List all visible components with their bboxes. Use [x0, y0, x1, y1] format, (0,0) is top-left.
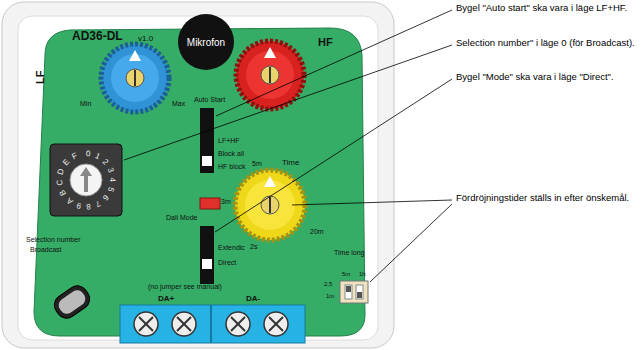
board-label: 5m	[342, 271, 350, 278]
microphone-circle: Mikrofon	[178, 14, 234, 70]
board-label: Max	[172, 100, 185, 108]
board-label: 2,5	[324, 281, 332, 288]
board-label: HF block	[218, 163, 246, 171]
board-label: 20m	[310, 228, 324, 236]
board-label: 1m	[326, 293, 334, 300]
board-label: Broadcast	[30, 246, 62, 254]
board-label: Auto Start	[194, 96, 225, 104]
board-label: v1.0	[138, 34, 153, 43]
board-label: AD36-DL	[72, 30, 123, 44]
callout-note: Fördröjningstider ställs in efter önskem…	[456, 193, 629, 204]
board-label: LF	[34, 71, 47, 84]
board-label: 3m	[221, 198, 231, 206]
board-label: Direct	[218, 259, 236, 267]
board-label: 2s	[250, 243, 257, 251]
callout-note: Selection number" i läge 0 (för Broadcas…	[456, 38, 635, 49]
callout-note: Bygel "Auto start" ska vara i läge LF+HF…	[456, 3, 627, 14]
board-label: Time long	[334, 249, 364, 257]
board-label: DA-	[246, 294, 260, 303]
board-label: DA+	[158, 294, 174, 303]
switch-digits: 0123456789ABCDEF	[55, 149, 117, 211]
board-label: Min	[80, 100, 91, 108]
callout-note: Bygel "Mode" ska vara i läge "Direct".	[456, 72, 614, 83]
board-label: LF+HF	[218, 137, 240, 145]
board-label: Dali Mode	[166, 214, 198, 222]
board-label: Block all	[218, 150, 244, 158]
board-label: Selection number	[26, 236, 80, 244]
board-label: HF	[318, 36, 333, 49]
board-label: (no jumper see manual)	[148, 283, 222, 291]
board-label: 1h	[359, 271, 366, 278]
board-label: 5m	[252, 160, 262, 168]
board-label: Extendic	[218, 244, 245, 252]
node-text: Mikrofon	[187, 37, 225, 48]
board-label: Time	[282, 158, 299, 167]
